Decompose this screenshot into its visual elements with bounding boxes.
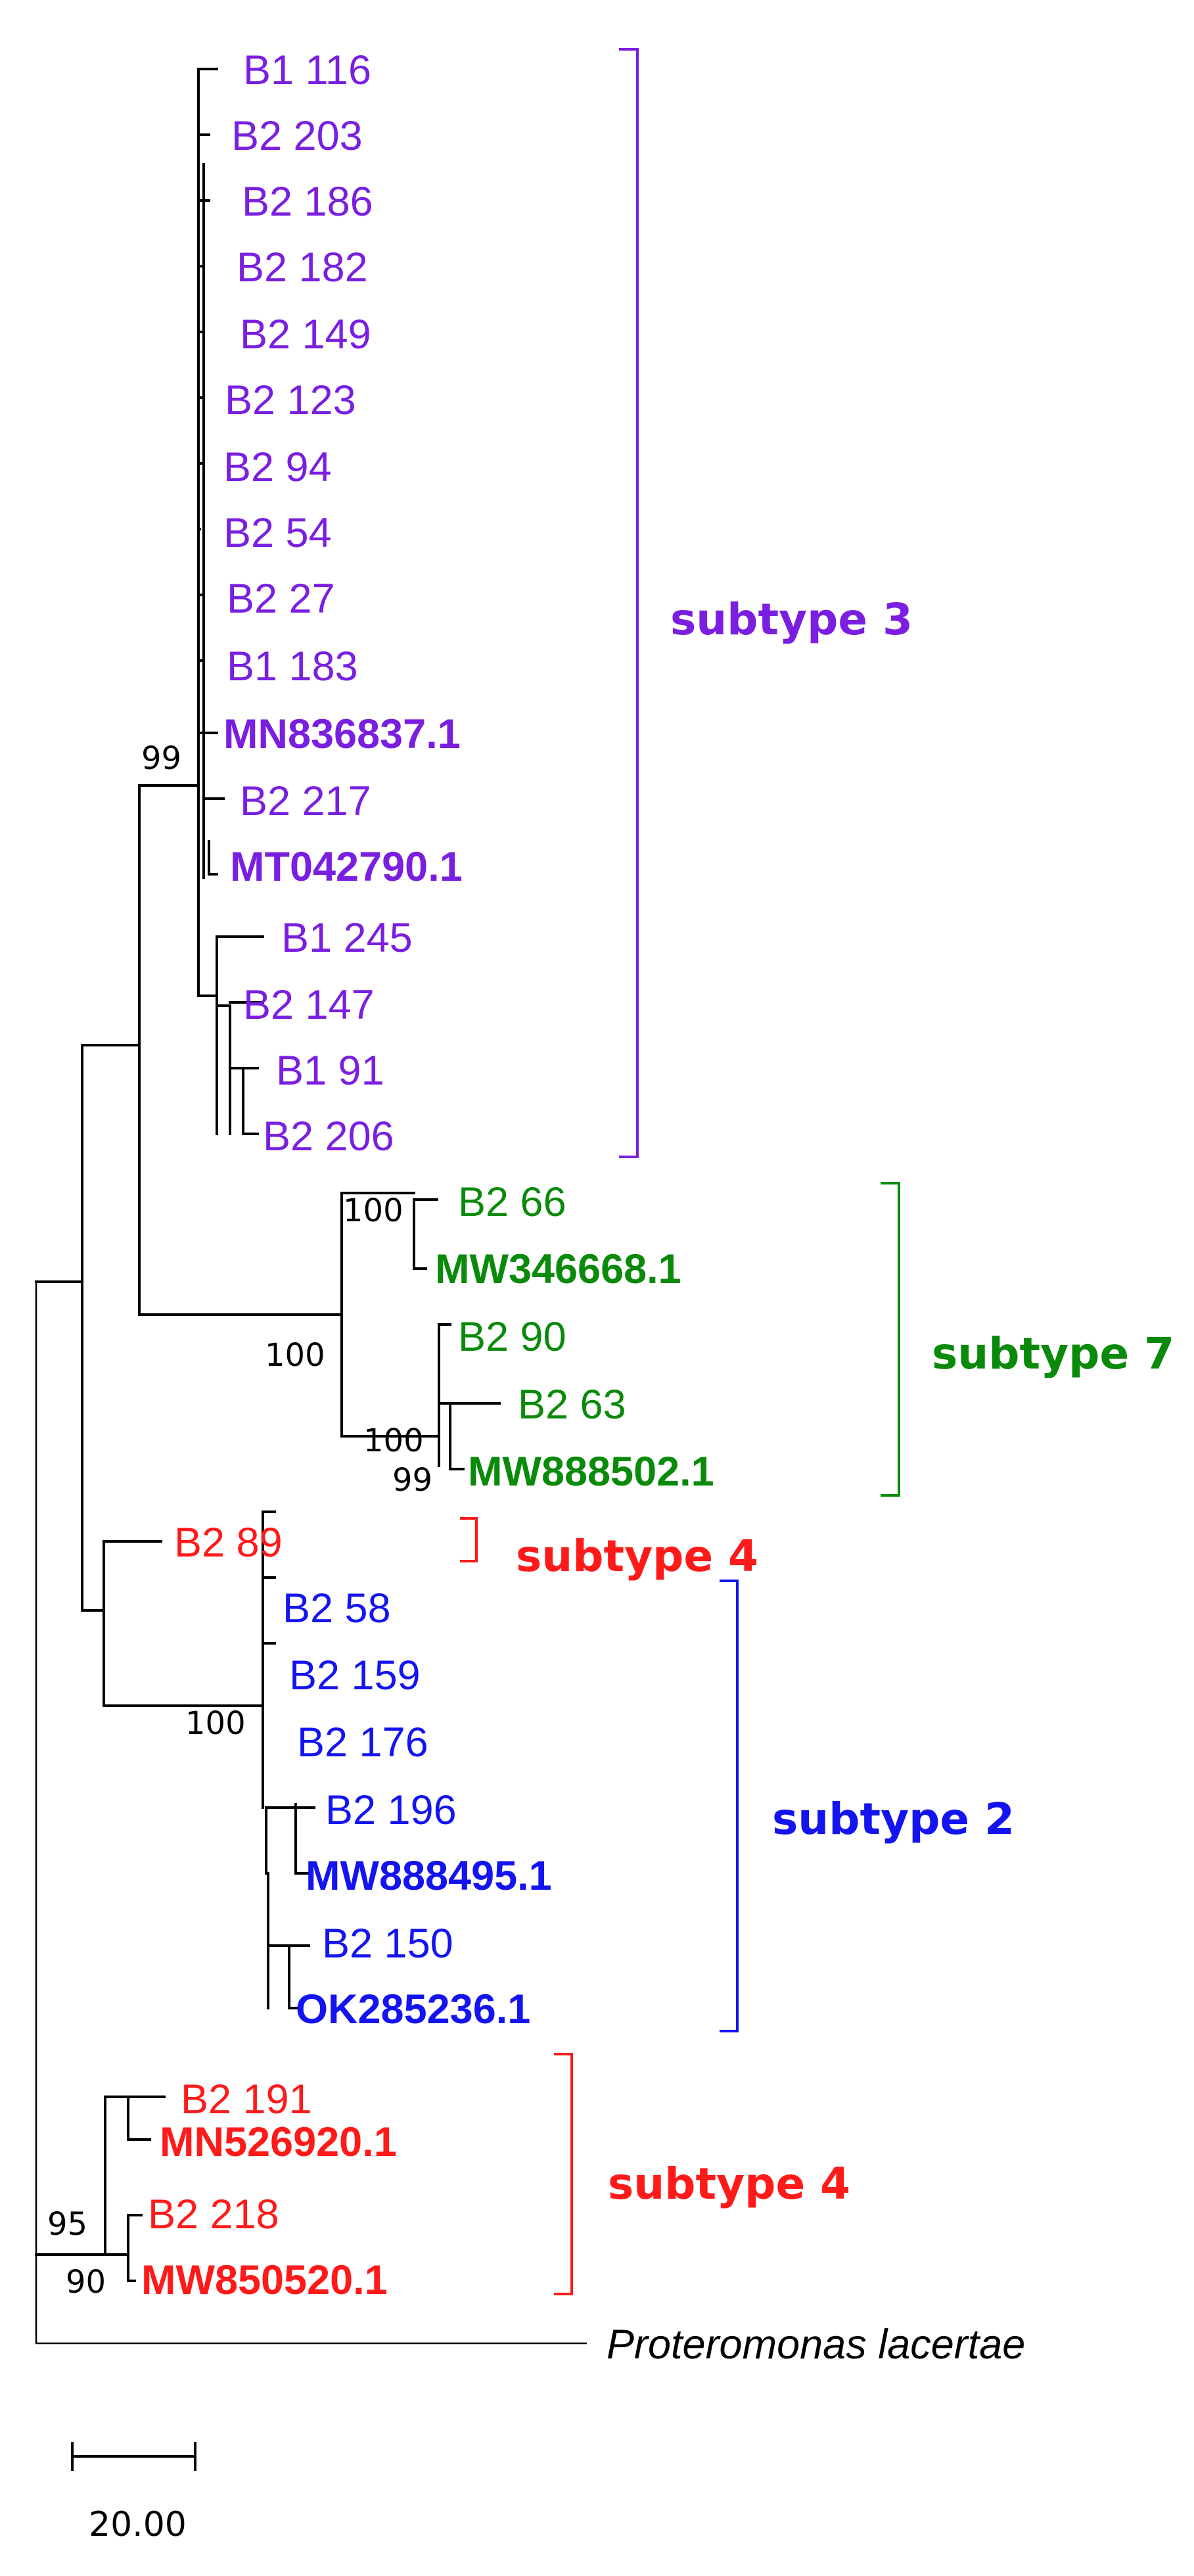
leaf-label: B2 186 (242, 179, 373, 225)
leaf-label-reference: MN526920.1 (160, 2119, 397, 2165)
leaf-label: B2 182 (237, 245, 368, 291)
leaf-label-reference: MW346668.1 (435, 1246, 681, 1292)
leaf-label: B2 149 (240, 312, 371, 358)
subtype4-stem (35, 2096, 106, 2256)
subtype2-label: subtype 2 (772, 1794, 1015, 1844)
outgroup-label: Proteromonas lacertae (607, 2322, 1025, 2368)
leaf-label: B1 91 (276, 1048, 384, 1094)
tree-branches (35, 68, 587, 2345)
subtype2-stem (103, 1510, 264, 1809)
support-subtype2-root: 100 (185, 1705, 246, 1742)
leaf-label: B2 218 (148, 2191, 279, 2237)
bootstrap-values: 99 100 100 100 99 100 95 90 (47, 740, 432, 2301)
upper-clade-branch (81, 784, 141, 1316)
subtype7-leaves (340, 1192, 501, 1470)
subtype3-label: subtype 3 (670, 594, 913, 645)
leaf-label: B1 183 (227, 644, 358, 690)
leaf-label: B2 58 (283, 1585, 391, 1631)
leaf-label-reference: OK285236.1 (296, 1986, 530, 2032)
subtype7-stem (138, 1192, 343, 1438)
support-subtype7-root: 100 (265, 1337, 325, 1374)
leaf-label: B2 54 (223, 510, 332, 556)
leaf-label-reference: MW888495.1 (306, 1853, 552, 1899)
leaf-label: B2 176 (297, 1720, 428, 1766)
leaf-label: B2 27 (227, 576, 335, 622)
subtype4-clade-bracket (554, 2053, 573, 2295)
subtype4-single-bracket (460, 1517, 478, 1562)
subtype3-stem (138, 68, 200, 997)
middle-clade-branch (81, 1540, 105, 1707)
support-subtype3-root: 99 (141, 740, 181, 777)
subtype2-bracket (720, 1580, 739, 2032)
support-subtype7-c: 99 (392, 1462, 432, 1499)
leaf-label: B2 90 (458, 1314, 566, 1360)
scale-bar-line (71, 2442, 196, 2471)
leaf-label: B2 203 (231, 113, 363, 159)
leaf-label: B2 206 (263, 1113, 394, 1159)
leaf-label: B2 150 (322, 1921, 453, 1967)
leaf-label: B2 123 (225, 377, 356, 423)
subtype4-single-label: subtype 4 (516, 1531, 758, 1581)
leaf-label: B2 89 (174, 1520, 283, 1566)
leaf-label: B2 191 (181, 2076, 312, 2122)
leaf-label: B2 94 (223, 444, 332, 490)
leaf-label-reference: MT042790.1 (230, 844, 463, 890)
leaf-label: B2 159 (289, 1652, 421, 1698)
leaf-label: B1 116 (243, 47, 371, 93)
support-subtype7-b: 100 (363, 1422, 424, 1459)
leaf-label: B2 196 (325, 1787, 457, 1833)
support-subtype4-inner: 90 (66, 2264, 106, 2301)
root-branch (35, 1282, 587, 2345)
support-subtype4-root: 95 (47, 2206, 87, 2243)
subtype7-label: subtype 7 (932, 1328, 1174, 1379)
leaf-label: B2 217 (240, 778, 371, 824)
subtype2-leaves (262, 1510, 315, 2009)
scale-bar-label: 20.00 (89, 2505, 187, 2544)
subtype4-leaves (104, 2096, 166, 2282)
leaf-label-reference: MW850520.1 (141, 2257, 388, 2303)
subtype-brackets: subtype 3 subtype 7 subtype 4 subtype 2 … (460, 48, 1174, 2295)
support-subtype7-a: 100 (343, 1192, 403, 1229)
ingroup-stem (35, 1044, 83, 1612)
subtype4-clade-label: subtype 4 (608, 2159, 850, 2209)
subtype3-leaves (197, 68, 264, 1135)
leaf-labels: B1 116 B2 203 B2 186 B2 182 B2 149 B2 12… (141, 47, 1025, 2368)
scale-bar: 20.00 (71, 2442, 196, 2544)
leaf-label: B2 63 (518, 1382, 626, 1428)
leaf-label-reference: MW888502.1 (468, 1449, 714, 1495)
subtype3-bracket (619, 48, 639, 1158)
leaf-label: B1 245 (281, 915, 413, 961)
leaf-label: B2 147 (243, 982, 375, 1028)
subtype7-bracket (881, 1182, 900, 1497)
leaf-label-reference: MN836837.1 (223, 711, 461, 757)
leaf-label: B2 66 (458, 1179, 566, 1225)
